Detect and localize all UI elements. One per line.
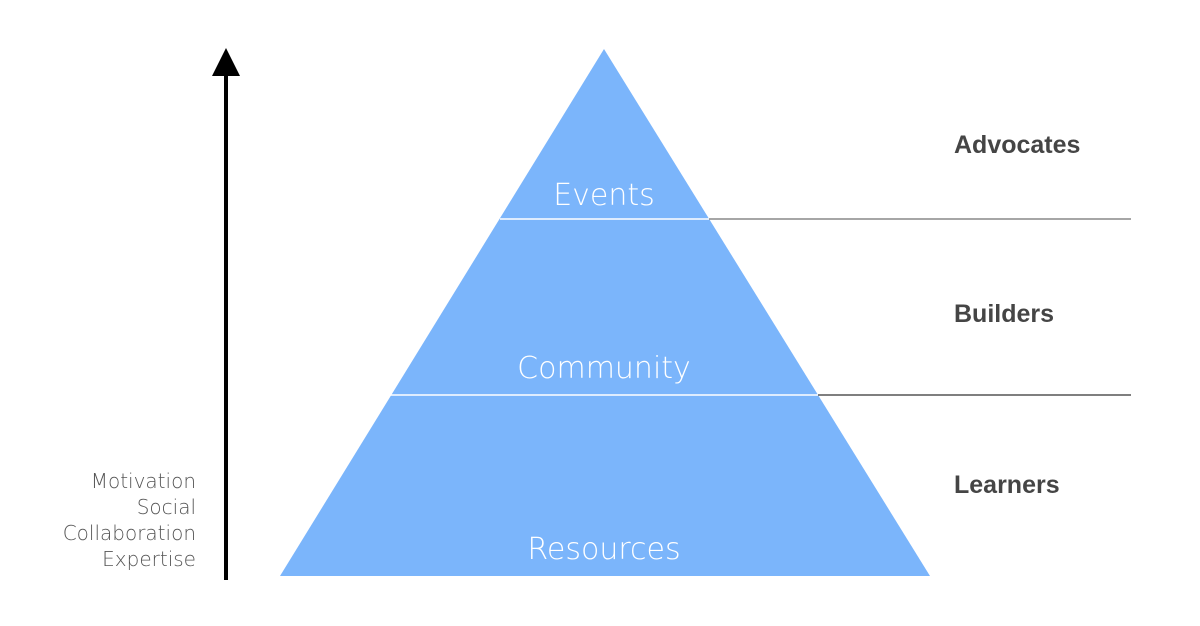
axis-label-social: Social bbox=[136, 495, 196, 519]
tier-label-advocates: Advocates bbox=[954, 131, 1081, 159]
axis-arrow-head bbox=[212, 48, 240, 76]
axis-label-expertise: Expertise bbox=[102, 547, 196, 571]
tier-label-builders: Builders bbox=[954, 300, 1055, 328]
axis-label-motivation: Motivation bbox=[90, 469, 196, 493]
layer-label-events: Events bbox=[553, 178, 655, 213]
layer-label-resources: Resources bbox=[527, 532, 680, 567]
tier-label-learners: Learners bbox=[954, 471, 1060, 499]
pyramid-shape bbox=[280, 49, 930, 576]
axis-label-collaboration: Collaboration bbox=[62, 521, 196, 545]
layer-label-community: Community bbox=[517, 351, 691, 386]
